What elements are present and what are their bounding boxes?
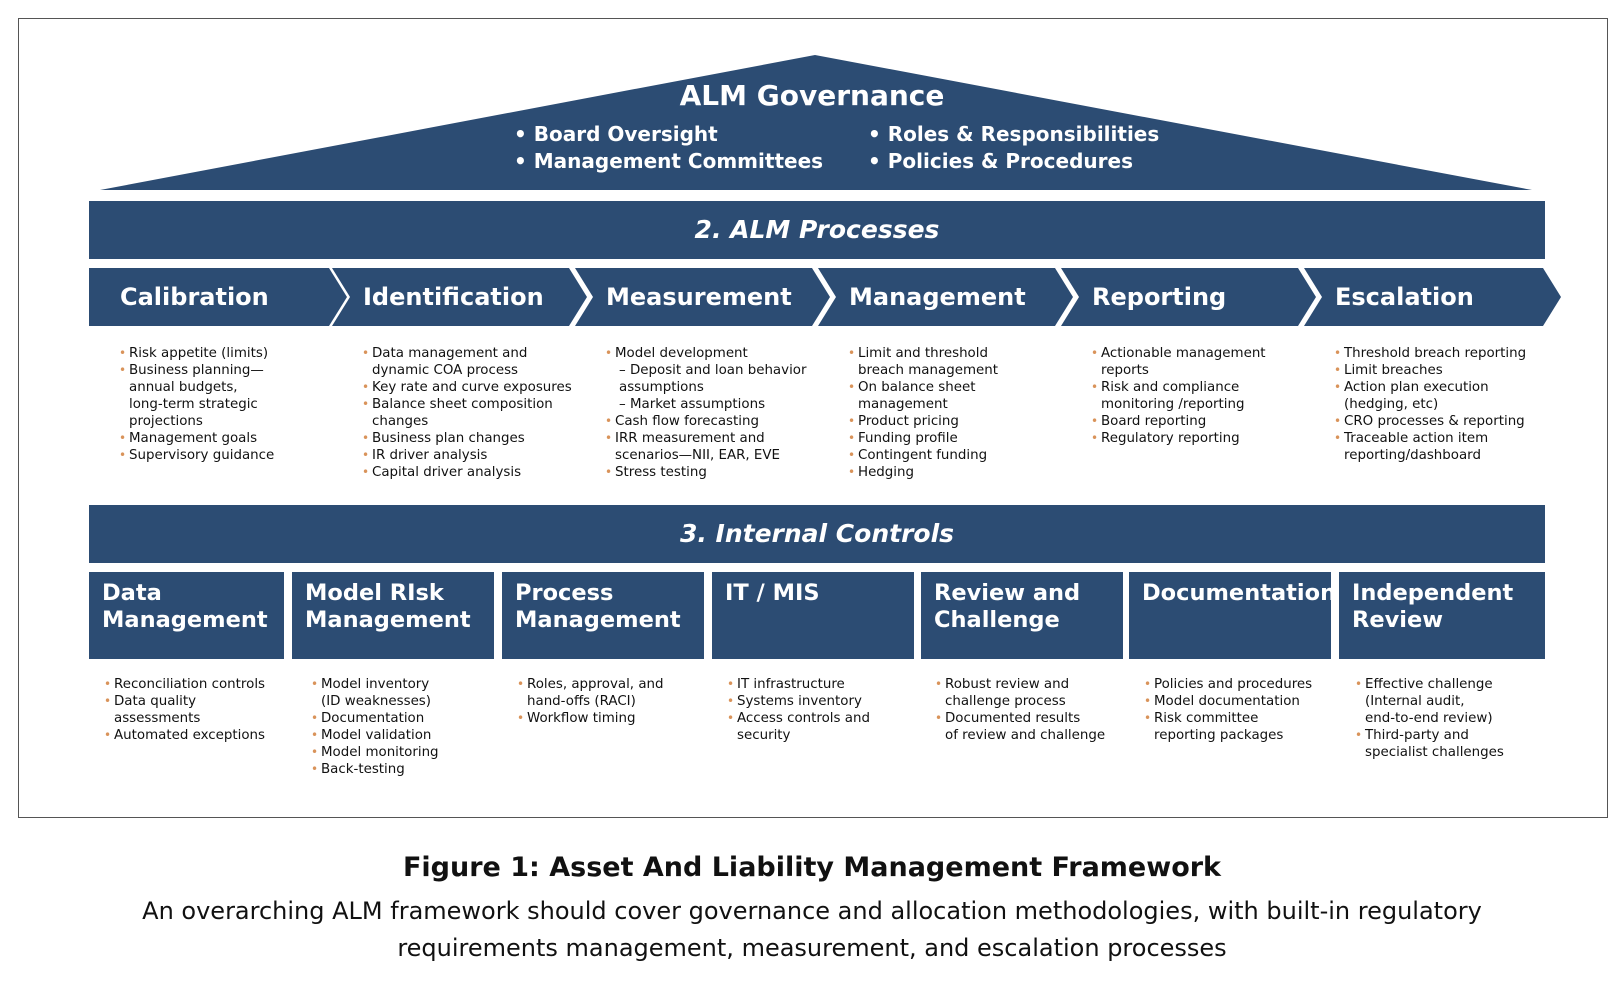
reporting-bullets: Actionable managementreportsRisk and com… bbox=[1091, 345, 1306, 447]
process-bullet-item: Business planning—annual budgets,long-te… bbox=[119, 362, 319, 430]
measurement-bullets: Model development– Deposit and loan beha… bbox=[605, 345, 820, 481]
process-bullet-item: Supervisory guidance bbox=[119, 447, 319, 464]
process-bullet-item: Capital driver analysis bbox=[362, 464, 577, 481]
data-management-bullets: Reconciliation controlsData qualityasses… bbox=[104, 676, 289, 744]
process-bullet-item: Stress testing bbox=[605, 464, 820, 481]
process-bullet-item: Board reporting bbox=[1091, 413, 1306, 430]
chevron-label-measurement: Measurement bbox=[606, 283, 792, 311]
governance-title: ALM Governance bbox=[679, 79, 945, 112]
process-bullet-item: Limit breaches bbox=[1334, 362, 1549, 379]
process-bullet-item: Cash flow forecasting bbox=[605, 413, 820, 430]
control-bullet-item: Documentation bbox=[311, 710, 496, 727]
calibration-bullets: Risk appetite (limits)Business planning—… bbox=[119, 345, 319, 464]
chevron-escalation bbox=[1304, 268, 1561, 326]
chevron-measurement bbox=[575, 268, 830, 326]
control-documentation: Documentation bbox=[1129, 572, 1336, 659]
control-bullet-item: Effective challenge(Internal audit,end-t… bbox=[1355, 676, 1545, 727]
escalation-bullets: Threshold breach reportingLimit breaches… bbox=[1334, 345, 1549, 464]
control-bullet-item: IT infrastructure bbox=[727, 676, 917, 693]
it-mis-bullets: IT infrastructureSystems inventoryAccess… bbox=[727, 676, 917, 744]
control-bullet-item: Model validation bbox=[311, 727, 496, 744]
control-independent-review: Independent Review bbox=[1339, 572, 1545, 659]
governance-item-management-committees: • Management Committees bbox=[514, 149, 824, 173]
control-data-management: Data Management bbox=[89, 572, 284, 659]
chevron-management bbox=[818, 268, 1073, 326]
control-bullet-item: Reconciliation controls bbox=[104, 676, 289, 693]
process-bullet-item: Management goals bbox=[119, 430, 319, 447]
process-bullet-item: CRO processes & reporting bbox=[1334, 413, 1549, 430]
process-bullet-item: Model development bbox=[605, 345, 820, 362]
process-bullet-item: Funding profile bbox=[848, 430, 1063, 447]
process-bullet-item: Threshold breach reporting bbox=[1334, 345, 1549, 362]
process-bullet-item: Action plan execution(hedging, etc) bbox=[1334, 379, 1549, 413]
internal-controls-band: 3. Internal Controls bbox=[89, 505, 1545, 563]
alm-processes-band: 2. ALM Processes bbox=[89, 201, 1545, 259]
process-bullet-item: Hedging bbox=[848, 464, 1063, 481]
chevron-label-escalation: Escalation bbox=[1335, 283, 1474, 311]
independent-review-bullets: Effective challenge(Internal audit,end-t… bbox=[1355, 676, 1545, 761]
figure-caption-title: Figure 1: Asset And Liability Management… bbox=[402, 852, 1222, 883]
documentation-bullets: Policies and proceduresModel documentati… bbox=[1144, 676, 1334, 744]
control-bullet-item: Model documentation bbox=[1144, 693, 1334, 710]
model-risk-management-bullets: Model inventory(ID weaknesses)Documentat… bbox=[311, 676, 496, 778]
chevron-label-identification: Identification bbox=[363, 283, 544, 311]
chevron-calibration bbox=[89, 268, 347, 326]
control-model-risk-management: Model RIsk Management bbox=[292, 572, 494, 659]
control-bullet-item: Workflow timing bbox=[517, 710, 707, 727]
process-bullet-item: Risk appetite (limits) bbox=[119, 345, 319, 362]
process-bullet-item: IR driver analysis bbox=[362, 447, 577, 464]
control-bullet-item: Back-testing bbox=[311, 761, 496, 778]
process-bullet-item: Key rate and curve exposures bbox=[362, 379, 577, 396]
control-bullet-item: Model inventory(ID weaknesses) bbox=[311, 676, 496, 710]
governance-item-roles-responsibilities: • Roles & Responsibilities bbox=[868, 122, 1160, 146]
process-bullet-item: – Market assumptions bbox=[619, 397, 766, 412]
control-bullet-item: Model monitoring bbox=[311, 744, 496, 761]
control-review-and-challenge: Review and Challenge bbox=[921, 572, 1123, 659]
process-bullet-item: Business plan changes bbox=[362, 430, 577, 447]
control-bullet-item: Policies and procedures bbox=[1144, 676, 1334, 693]
control-bullet-item: Systems inventory bbox=[727, 693, 917, 710]
process-bullet-item: – Deposit and loan behavior assumptions bbox=[619, 363, 807, 395]
figure-frame bbox=[18, 18, 1608, 818]
chevron-label-reporting: Reporting bbox=[1092, 283, 1227, 311]
chevron-label-management: Management bbox=[849, 283, 1026, 311]
process-bullet-item: Contingent funding bbox=[848, 447, 1063, 464]
figure-caption-subtitle: An overarching ALM framework should cove… bbox=[142, 897, 1482, 962]
governance-roof bbox=[100, 55, 1532, 190]
control-process-management: Process Management bbox=[502, 572, 704, 659]
process-bullet-item: Product pricing bbox=[848, 413, 1063, 430]
chevron-label-calibration: Calibration bbox=[120, 283, 269, 311]
process-bullet-item: Regulatory reporting bbox=[1091, 430, 1306, 447]
control-it-mis: IT / MIS bbox=[712, 572, 914, 659]
chevron-identification bbox=[332, 268, 587, 326]
governance-item-board-oversight: • Board Oversight bbox=[514, 122, 718, 146]
control-bullet-item: Automated exceptions bbox=[104, 727, 289, 744]
governance-item-policies-procedures: • Policies & Procedures bbox=[868, 149, 1133, 173]
chevron-reporting bbox=[1061, 268, 1316, 326]
